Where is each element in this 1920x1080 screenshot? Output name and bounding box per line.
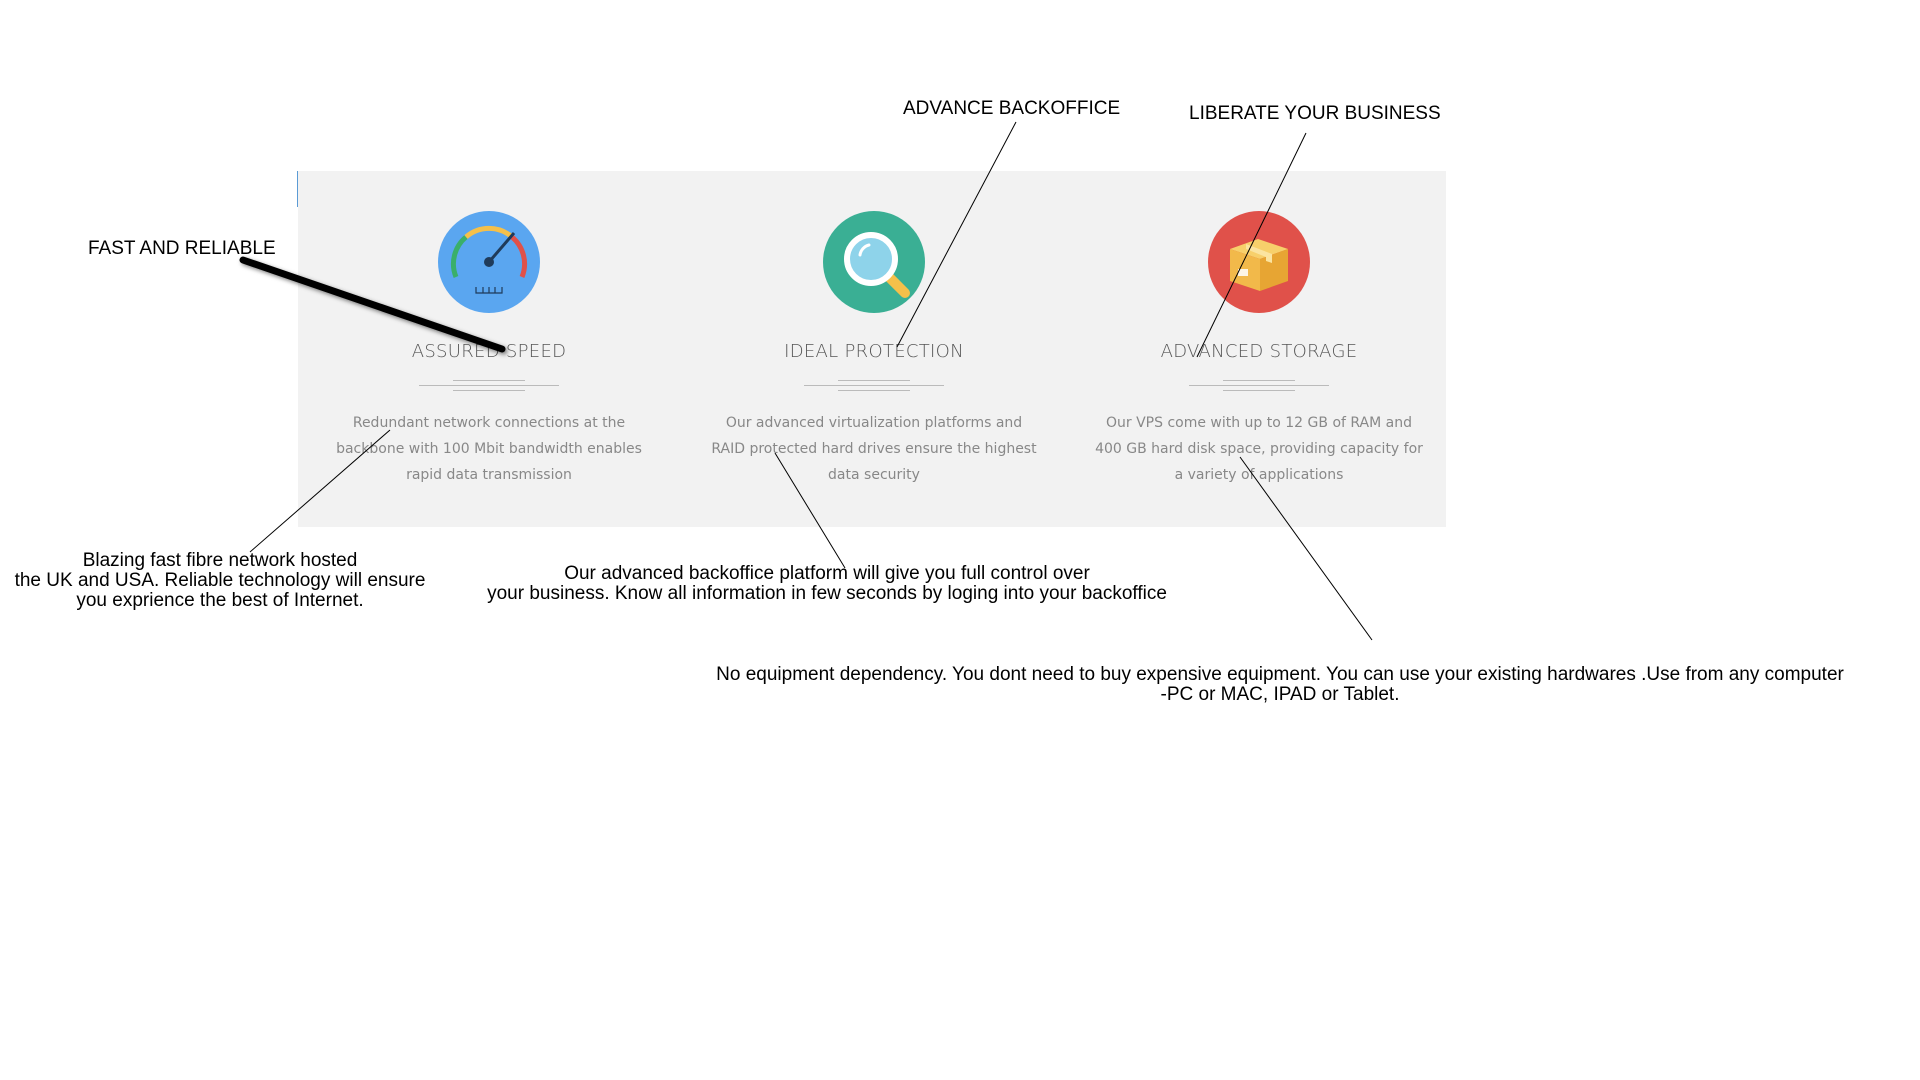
annotation-line: Blazing fast fibre network hosted xyxy=(82,550,358,571)
annotation-line: -PC or MAC, IPAD or Tablet. xyxy=(1160,684,1400,705)
magnifier-icon xyxy=(823,211,925,313)
annotation-line: No equipment dependency. You dont need t… xyxy=(716,664,1844,685)
feature-advanced-storage: ADVANCED STORAGE Our VPS come with up to… xyxy=(1069,211,1449,488)
annotation-advance-backoffice: ADVANCE BACKOFFICE xyxy=(903,98,1121,119)
feature-title: IDEAL PROTECTION xyxy=(784,341,964,362)
annotation-line: you exprience the best of Internet. xyxy=(76,590,364,611)
panel-edge-marker xyxy=(297,171,298,207)
feature-assured-speed: ASSURED SPEED Redundant network connecti… xyxy=(299,211,679,488)
title-divider xyxy=(419,378,559,392)
speedometer-icon xyxy=(438,211,540,313)
feature-description: Our advanced virtualization platforms an… xyxy=(711,415,1037,483)
annotation-line: the UK and USA. Reliable technology will… xyxy=(14,570,426,591)
annotation-line: Our advanced backoffice platform will gi… xyxy=(564,563,1090,584)
feature-title: ADVANCED STORAGE xyxy=(1160,341,1358,362)
annotation-liberate-business: LIBERATE YOUR BUSINESS xyxy=(1189,103,1441,124)
title-divider xyxy=(1189,378,1329,392)
annotation-fast-reliable: FAST AND RELIABLE xyxy=(88,238,276,259)
annotation-backoffice-platform: Our advanced backoffice platform will gi… xyxy=(462,564,1192,604)
annotation-line: your business. Know all information in f… xyxy=(487,583,1167,604)
title-divider xyxy=(804,378,944,392)
feature-ideal-protection: IDEAL PROTECTION Our advanced virtualiza… xyxy=(684,211,1064,488)
annotation-equipment: No equipment dependency. You dont need t… xyxy=(670,665,1890,705)
feature-description: Redundant network connections at the bac… xyxy=(336,415,642,483)
feature-description: Our VPS come with up to 12 GB of RAM and… xyxy=(1095,415,1423,483)
feature-title: ASSURED SPEED xyxy=(411,341,567,362)
package-box-icon xyxy=(1208,211,1310,313)
annotation-fibre-network: Blazing fast fibre network hosted the UK… xyxy=(0,551,440,611)
